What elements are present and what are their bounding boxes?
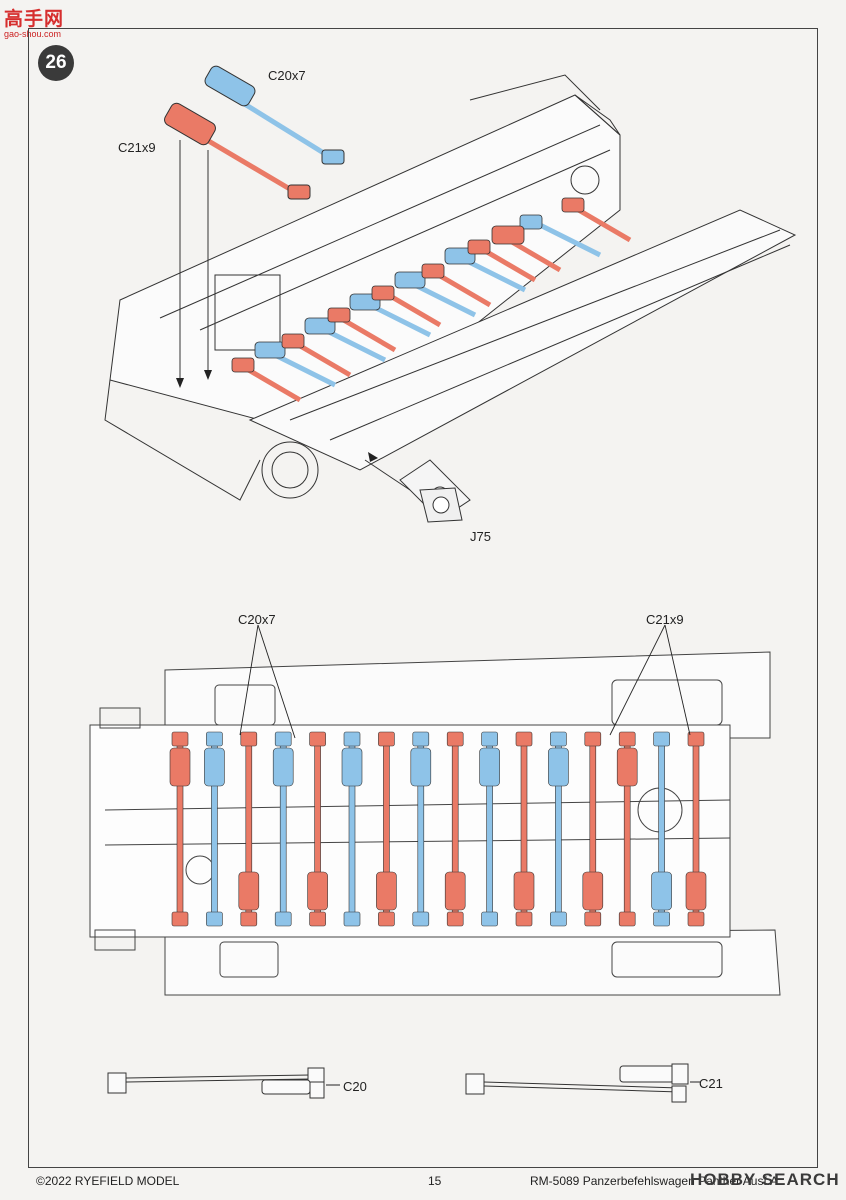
torsion-arm-cap — [584, 911, 602, 927]
part-c21-detail — [465, 1063, 689, 1103]
torsion-arm-body — [685, 871, 707, 911]
label-top-c21: C21x9 — [646, 612, 684, 627]
torsion-arm-body — [651, 871, 672, 911]
footer-product-title: RM-5089 Panzerbefehlswagen Panther Ausf.… — [530, 1174, 779, 1188]
torsion-arm-cap — [171, 911, 189, 927]
part-c20-detail — [107, 1067, 325, 1099]
torsion-arm-cap — [378, 911, 395, 927]
torsion-arm-cap — [274, 731, 292, 747]
torsion-arm-cap — [584, 731, 602, 747]
torsion-arm-cap — [206, 911, 223, 927]
watermark-title: 高手网 — [4, 9, 65, 30]
part-c20-exploded — [204, 65, 345, 165]
torsion-arm-cap — [481, 911, 498, 927]
torsion-arm-cap — [481, 731, 498, 747]
torsion-arm-body — [307, 871, 328, 911]
label-part-c21: C21 — [699, 1076, 723, 1091]
watermark-url: gao-shou.com — [4, 29, 62, 39]
torsion-arm-body — [582, 871, 604, 911]
watermark-logo: 高手网 gao-shou.com — [4, 4, 64, 39]
torsion-arm-cap — [618, 731, 636, 747]
torsion-arm-body — [548, 747, 569, 787]
part-c21-exploded — [164, 102, 311, 200]
label-iso-c20: C20x7 — [268, 68, 306, 83]
torsion-arm-body — [169, 747, 191, 787]
torsion-arm-body — [410, 747, 432, 787]
torsion-arm-cap — [550, 911, 567, 927]
torsion-arm-cap — [653, 911, 670, 927]
torsion-arm-cap — [309, 911, 326, 927]
torsion-arm-cap — [446, 911, 464, 927]
torsion-arm-cap — [515, 911, 533, 927]
label-top-c20: C20x7 — [238, 612, 276, 627]
torsion-arm-cap — [653, 731, 670, 747]
torsion-arm-cap — [446, 731, 464, 747]
label-iso-c21: C21x9 — [118, 140, 156, 155]
torsion-arm-cap — [515, 731, 533, 747]
torsion-arm-body — [513, 871, 535, 911]
torsion-arm-body — [376, 871, 397, 911]
page-frame — [28, 28, 818, 1168]
torsion-arm-body — [444, 871, 466, 911]
torsion-arm-body — [204, 747, 225, 787]
torsion-arm-cap — [618, 911, 636, 927]
torsion-arm-cap — [687, 731, 705, 747]
torsion-arm-body — [238, 871, 260, 911]
torsion-arm-cap — [550, 731, 567, 747]
torsion-arm-body — [341, 747, 363, 787]
torsion-arm-cap — [343, 731, 361, 747]
torsion-arm-cap — [687, 911, 705, 927]
label-part-c20: C20 — [343, 1079, 367, 1094]
torsion-arm-cap — [343, 911, 361, 927]
torsion-arm-cap — [171, 731, 189, 747]
step-number-badge: 26 — [38, 45, 74, 81]
torsion-arm-cap — [412, 731, 430, 747]
part-j75 — [419, 487, 463, 523]
hobby-search-logo: HOBBY SEARCH — [690, 1170, 840, 1189]
footer-page-number: 15 — [428, 1174, 442, 1188]
torsion-arm-cap — [412, 911, 430, 927]
torsion-arm-body — [272, 747, 294, 787]
torsion-arm-cap — [309, 731, 326, 747]
footer-copyright: ©2022 RYEFIELD MODEL — [36, 1174, 180, 1188]
torsion-arm-body — [616, 747, 638, 787]
torsion-arm-cap — [378, 731, 395, 747]
torsion-arm-body — [479, 747, 500, 787]
torsion-arm-cap — [240, 911, 258, 927]
label-j75: J75 — [470, 529, 491, 544]
torsion-arm-cap — [206, 731, 223, 747]
torsion-arm-cap — [274, 911, 292, 927]
torsion-arm-cap — [240, 731, 258, 747]
